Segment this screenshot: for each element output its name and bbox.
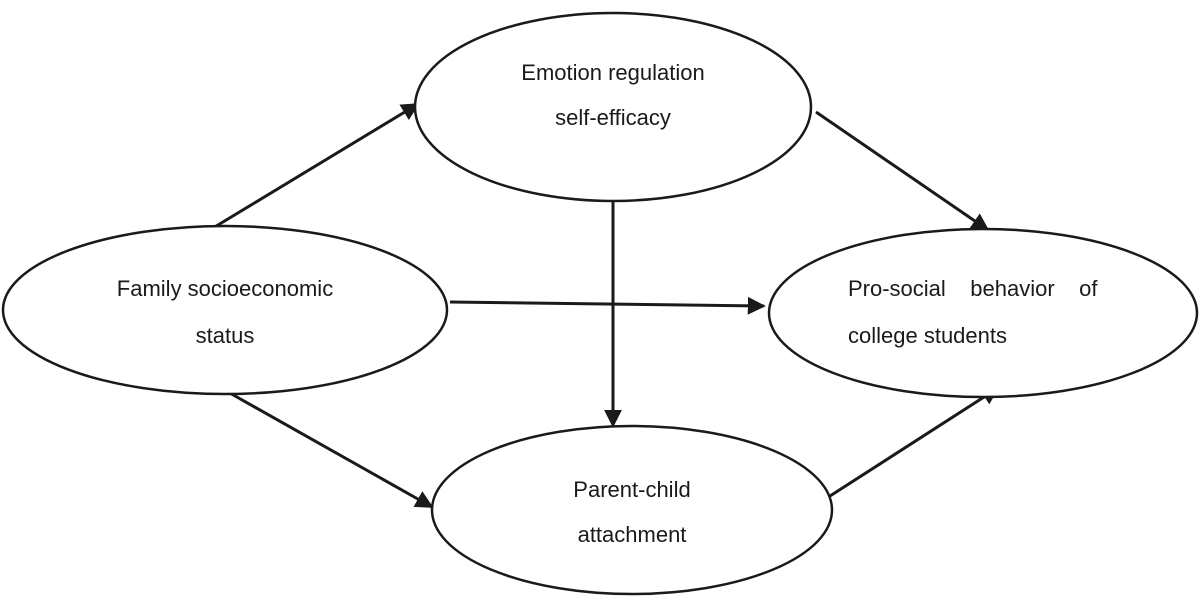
- edge-family-to-prosocial: [449, 296, 766, 315]
- edge-parent-to-prosocial: [829, 386, 1000, 498]
- node-emotion-label-line1: Emotion regulation: [521, 60, 704, 85]
- node-parent-label-line2: attachment: [578, 522, 687, 547]
- node-parent-label-line1: Parent-child: [573, 477, 690, 502]
- node-prosocial-label-line2: college students: [848, 323, 1007, 348]
- node-prosocial-label-line1: Pro-social behavior of: [848, 276, 1098, 301]
- node-emotion-label-line2: self-efficacy: [555, 105, 671, 130]
- edge-family-to-parent: [227, 390, 434, 509]
- node-family-ses: Family socioeconomic status: [1, 224, 449, 396]
- node-parent-child-attachment: Parent-child attachment: [430, 424, 834, 596]
- node-emotion-ellipse: [413, 11, 813, 203]
- node-emotion-regulation: Emotion regulation self-efficacy: [413, 11, 813, 203]
- edge-family-to-emotion: [212, 102, 420, 230]
- node-prosocial-ellipse: [767, 227, 1199, 399]
- node-family-ellipse: [1, 224, 449, 396]
- node-prosocial-behavior: Pro-social behavior of college students: [767, 227, 1199, 399]
- node-family-label-line2: status: [196, 323, 255, 348]
- node-family-label-line1: Family socioeconomic: [117, 276, 333, 301]
- node-parent-ellipse: [430, 424, 834, 596]
- edge-emotion-to-prosocial: [815, 110, 990, 232]
